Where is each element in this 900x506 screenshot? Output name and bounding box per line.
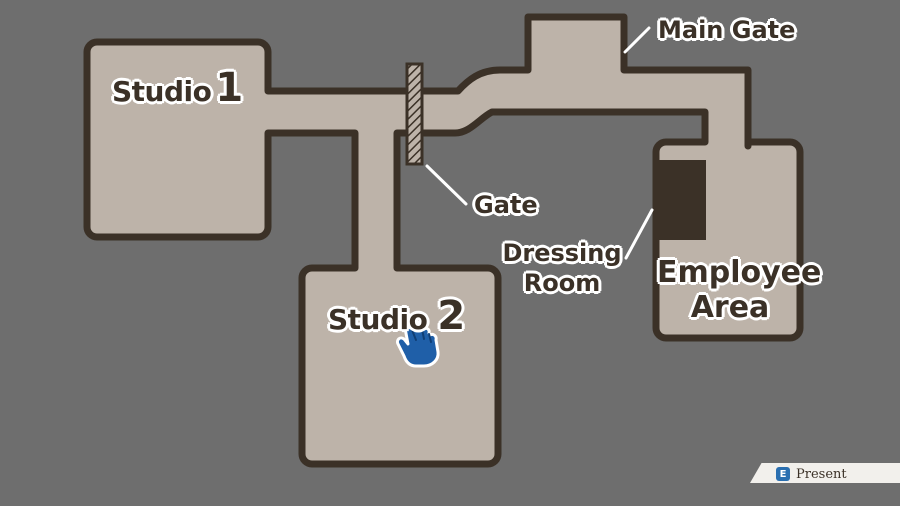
- main-gate-callout: Main Gate: [658, 16, 796, 44]
- studio-2-number: 2: [437, 293, 465, 339]
- callout-lines: [425, 26, 654, 260]
- dressing-room-line2: Room: [523, 269, 601, 297]
- pointing-hand-icon: [396, 307, 440, 368]
- studio-2-label: Studio 2: [328, 296, 465, 336]
- studio-1-room[interactable]: [83, 38, 272, 241]
- dressing-room-callout: Dressing Room: [502, 238, 622, 298]
- employee-area-line2: Area: [690, 289, 770, 325]
- studio-1-number: 1: [215, 65, 243, 111]
- gate-callout: Gate: [474, 191, 538, 219]
- present-key-icon: E: [776, 467, 790, 481]
- corridor-walls: [264, 66, 752, 272]
- corridors: [262, 70, 748, 275]
- studio-1-name: Studio: [112, 75, 212, 108]
- employee-area-line1: Employee: [657, 255, 822, 290]
- gate-marker[interactable]: [405, 62, 424, 166]
- present-label: Present: [796, 466, 847, 482]
- dressing-room[interactable]: [656, 160, 706, 240]
- present-button[interactable]: E Present: [776, 464, 847, 484]
- dressing-room-line1: Dressing: [502, 239, 622, 267]
- studio-2-name: Studio: [328, 303, 428, 336]
- employee-area-label: Employee Area: [657, 255, 822, 325]
- main-gate-area[interactable]: [524, 13, 628, 81]
